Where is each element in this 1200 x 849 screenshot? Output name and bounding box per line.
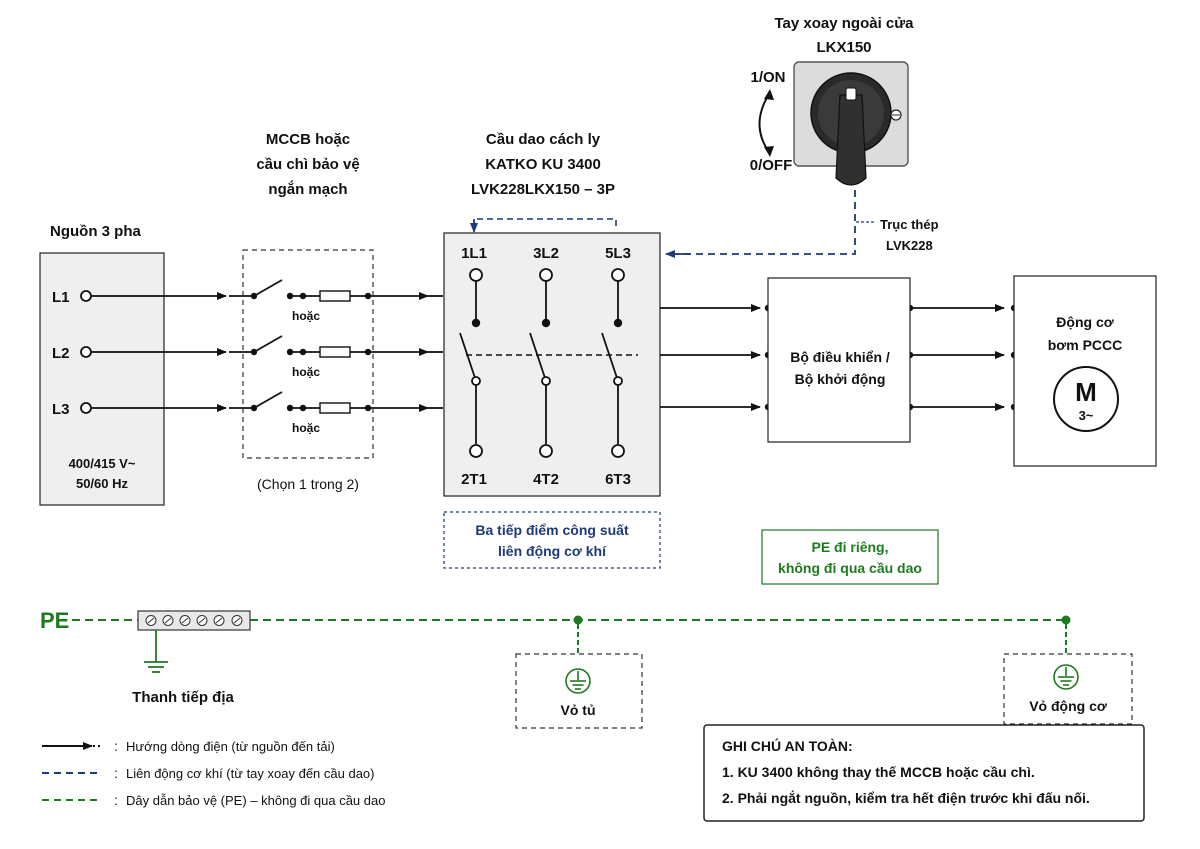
rotary-handle: Tay xoay ngoài cửa LKX150 1/ON 0/OFF Trụ… bbox=[665, 15, 939, 258]
terminal-l1 bbox=[80, 290, 92, 302]
terminal-2t1: 2T1 bbox=[461, 471, 487, 488]
terminal-3l2: 3L2 bbox=[533, 245, 559, 262]
protection-title-line3: ngắn mạch bbox=[268, 180, 347, 198]
motor-block: Động cơ bơm PCCC M 3~ bbox=[1013, 275, 1157, 467]
terminal-5l3: 5L3 bbox=[605, 245, 631, 262]
terminal-4t2: 4T2 bbox=[533, 471, 559, 488]
phase-label-l2: L2 bbox=[52, 345, 70, 362]
pe-label: PE bbox=[40, 608, 69, 633]
motor-line1: Động cơ bbox=[1056, 314, 1113, 330]
safety-title: GHI CHÚ AN TOÀN: bbox=[722, 737, 853, 754]
shaft-label-line2: LVK228 bbox=[886, 238, 933, 253]
source-title: Nguồn 3 pha bbox=[50, 223, 141, 240]
ground-bar-label: Thanh tiếp địa bbox=[132, 689, 234, 706]
handle-title-line1: Tay xoay ngoài cửa bbox=[775, 15, 915, 32]
legend-item-current: Hướng dòng điện (từ nguồn đến tải) bbox=[126, 739, 335, 754]
phase-lines-output bbox=[660, 304, 1005, 411]
isolator-title-line1: Cầu dao cách ly bbox=[486, 131, 601, 148]
handle-off-label: 0/OFF bbox=[750, 157, 793, 174]
legend-colon-3: : bbox=[114, 792, 118, 808]
shaft-label-line1: Trục thép bbox=[880, 217, 939, 232]
protection-block: MCCB hoặc cầu chì bảo vệ ngắn mạch hoặc … bbox=[242, 131, 374, 492]
protection-title-line2: cầu chì bảo vệ bbox=[256, 156, 359, 173]
motor-enclosure-label: Vỏ động cơ bbox=[1029, 698, 1107, 714]
isolator-title-line2: KATKO KU 3400 bbox=[485, 156, 601, 173]
earth-icon bbox=[144, 661, 168, 673]
source-voltage: 400/415 V~ bbox=[69, 456, 136, 471]
protection-note: (Chọn 1 trong 2) bbox=[257, 476, 359, 492]
cabinet-label: Vỏ tủ bbox=[561, 702, 596, 718]
safety-notes: GHI CHÚ AN TOÀN: 1. KU 3400 không thay t… bbox=[703, 724, 1145, 822]
handle-on-label: 1/ON bbox=[750, 69, 785, 86]
legend-item-pe: Dây dẫn bảo vệ (PE) – không đi qua cầu d… bbox=[126, 793, 385, 808]
terminal-l2 bbox=[80, 346, 92, 358]
handle-title-line2: LKX150 bbox=[816, 39, 871, 56]
pe-note-line2: không đi qua cầu dao bbox=[778, 560, 922, 576]
controller-line2: Bộ khởi động bbox=[795, 371, 886, 387]
cabinet-earth-icon bbox=[565, 668, 591, 694]
phase-label-l1: L1 bbox=[52, 289, 70, 306]
terminal-l3 bbox=[80, 402, 92, 414]
isolator-note-line2: liên động cơ khí bbox=[498, 543, 607, 559]
isolator-title-line3: LVK228LKX150 – 3P bbox=[471, 181, 615, 198]
source-frequency: 50/60 Hz bbox=[76, 476, 129, 491]
pe-note: PE đi riêng, không đi qua cầu dao bbox=[761, 529, 939, 585]
or-label-l1: hoặc bbox=[292, 309, 320, 323]
safety-item-1: 1. KU 3400 không thay thế MCCB hoặc cầu … bbox=[722, 764, 1035, 780]
or-label-l3: hoặc bbox=[292, 421, 320, 435]
controller-block: Bộ điều khiển / Bộ khởi động bbox=[767, 277, 911, 443]
controller-line1: Bộ điều khiển / bbox=[790, 349, 890, 365]
motor-line2: bơm PCCC bbox=[1048, 337, 1123, 353]
terminal-6t3: 6T3 bbox=[605, 471, 631, 488]
legend-colon-1: : bbox=[114, 738, 118, 754]
phase-label-l3: L3 bbox=[52, 401, 70, 418]
legend: : : : Hướng dòng điện (từ nguồn đến tải)… bbox=[42, 738, 385, 808]
legend-item-interlock: Liên động cơ khí (từ tay xoay đến cầu da… bbox=[126, 766, 375, 781]
motor-symbol: M bbox=[1075, 377, 1097, 407]
motor-earth-icon bbox=[1053, 664, 1079, 690]
isolator-note-line1: Ba tiếp điểm công suất bbox=[475, 522, 629, 538]
pe-conductor: PE Thanh tiếp địa Vỏ t bbox=[40, 608, 1133, 729]
safety-item-2: 2. Phải ngắt nguồn, kiểm tra hết điện tr… bbox=[722, 789, 1090, 806]
isolator-switch: Cầu dao cách ly KATKO KU 3400 LVK228LKX1… bbox=[443, 131, 661, 569]
pe-note-line1: PE đi riêng, bbox=[811, 539, 888, 555]
legend-colon-2: : bbox=[114, 765, 118, 781]
fuse-symbols bbox=[319, 290, 351, 414]
terminal-1l1: 1L1 bbox=[461, 245, 487, 262]
motor-symbol-sub: 3~ bbox=[1079, 408, 1094, 423]
protection-title-line1: MCCB hoặc bbox=[266, 131, 350, 148]
or-label-l2: hoặc bbox=[292, 365, 320, 379]
phase-lines-input bbox=[80, 279, 443, 414]
power-source: Nguồn 3 pha L1 L2 L3 400/415 V~ 50/60 Hz bbox=[39, 223, 165, 506]
